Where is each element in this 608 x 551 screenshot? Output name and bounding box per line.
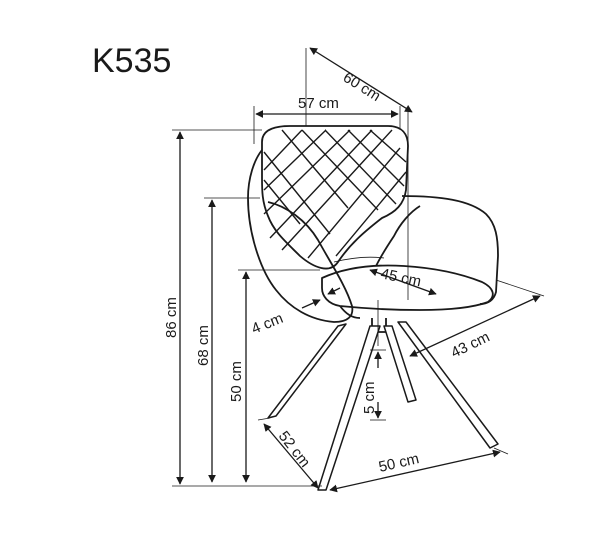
label-seat-depth: 45 cm: [379, 265, 423, 290]
label-base-depth: 43 cm: [448, 328, 492, 361]
dim-depth-total: 60 cm: [305, 47, 413, 300]
label-seat-height: 50 cm: [228, 361, 245, 402]
dim-armrest-height: 68 cm: [195, 197, 260, 483]
seat-back-line: [333, 256, 385, 263]
label-leg-span-front: 50 cm: [377, 450, 421, 476]
dim-width: 57 cm: [253, 95, 401, 144]
left-armrest: [247, 149, 354, 323]
dim-seat-height: 50 cm: [228, 269, 320, 483]
label-armrest-height: 68 cm: [195, 325, 212, 366]
label-width: 57 cm: [298, 95, 339, 112]
dim-seat-depth: 45 cm: [369, 265, 437, 296]
backrest-outline: [261, 125, 409, 270]
dim-leg-span-side: 52 cm: [257, 417, 319, 489]
dim-seat-thickness: 4 cm: [249, 287, 341, 338]
seat-front-edge: [339, 305, 361, 319]
label-depth-total: 60 cm: [340, 69, 384, 105]
model-title: K535: [92, 42, 171, 80]
dim-height-total: 86 cm: [163, 129, 322, 487]
leg-front-left: [267, 323, 347, 419]
label-leg-span-side: 52 cm: [275, 428, 314, 471]
label-height-total: 86 cm: [163, 297, 180, 338]
backrest-quilting: [263, 129, 407, 259]
label-seat-thickness: 4 cm: [249, 310, 286, 338]
seat-column: [371, 318, 387, 333]
right-armrest-inner: [375, 205, 421, 267]
leg-front-center: [317, 325, 381, 491]
dim-leg-rise: 5 cm: [361, 349, 386, 421]
label-leg-rise: 5 cm: [361, 381, 378, 414]
dim-leg-span-front: 50 cm: [329, 447, 509, 493]
leg-back-right: [383, 325, 417, 403]
